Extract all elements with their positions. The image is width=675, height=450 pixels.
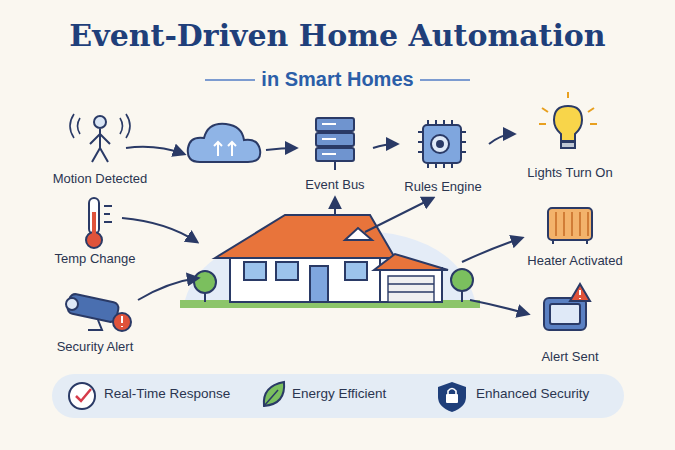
bulb-icon (539, 92, 597, 148)
benefit-text: Energy Efficient (292, 386, 386, 401)
node-label: Rules Engine (398, 179, 488, 194)
gear-icon (418, 120, 466, 168)
event-node: Lights Turn On (515, 94, 625, 180)
flow-connector (373, 144, 397, 148)
phone-icon (544, 284, 590, 330)
event-node: Temp Change (40, 194, 150, 266)
event-node: Rules Engine (398, 116, 488, 194)
node-label: Lights Turn On (515, 165, 625, 180)
benefit-text: Enhanced Security (476, 386, 589, 401)
event-node: Alert Sent (515, 280, 625, 364)
subtitle-rule (205, 79, 255, 81)
heater-icon (548, 208, 592, 244)
camera-icon (66, 293, 131, 331)
flow-connector (489, 134, 514, 144)
flow-arrow (122, 147, 528, 314)
diagram-title: Event-Driven Home Automation (0, 18, 675, 53)
thermometer-icon (86, 198, 112, 248)
subtitle-label: in Smart Homes (0, 68, 675, 91)
event-node: Heater Activated (515, 200, 635, 268)
benefit-band: Real-Time Response Energy Efficient Enhanc… (52, 374, 624, 418)
node-label: Motion Detected (40, 171, 160, 186)
node-label: Security Alert (35, 339, 155, 354)
motion-icon (70, 114, 130, 162)
node-label: Event Bus (298, 177, 372, 192)
event-node: Security Alert (35, 288, 155, 354)
node-label: Temp Change (40, 251, 150, 266)
subtitle-rule (420, 79, 470, 81)
server-icon (316, 118, 354, 170)
node-label: Alert Sent (515, 349, 625, 364)
event-node: Motion Detected (40, 108, 160, 186)
event-node: Event Bus (298, 112, 372, 192)
cloud-icon (188, 124, 261, 162)
node-label: Heater Activated (515, 253, 635, 268)
house-illustration (180, 215, 480, 308)
benefit-text: Real-Time Response (104, 386, 230, 401)
